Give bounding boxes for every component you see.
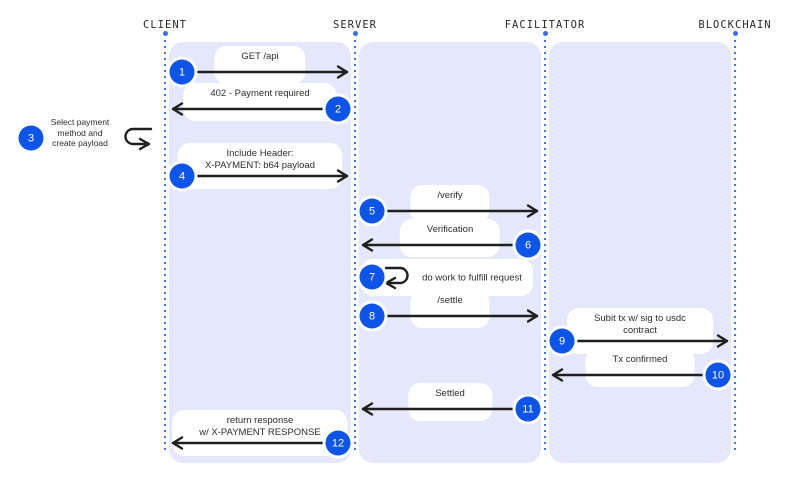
- message-label: X-PAYMENT: b64 payload: [204, 159, 316, 171]
- step-badge-10: 10: [705, 362, 731, 388]
- actor-label-server: SERVER: [333, 19, 377, 31]
- note-loop-arrow-3: [124, 127, 153, 146]
- actor-label-blockchain: BLOCKCHAIN: [698, 19, 772, 31]
- step-badge-2: 2: [325, 96, 351, 122]
- message-pill-8: /settle: [410, 290, 490, 328]
- message-pill-5: /verify: [410, 185, 490, 223]
- note-label: create payload: [52, 138, 108, 148]
- lifeline-facilitator: [544, 38, 546, 452]
- lifeline-dot-facilitator: [542, 31, 548, 36]
- lifeline-dot-blockchain: [732, 31, 738, 36]
- message-label: /verify: [437, 190, 463, 201]
- message-pill-1: GET /api: [214, 46, 306, 84]
- message-label: w/ X-PAYMENT RESPONSE: [199, 426, 321, 438]
- lifeline-server: [354, 38, 356, 452]
- message-pill-6: Verification: [399, 219, 501, 257]
- lifeline-dot-server: [352, 31, 358, 36]
- note-label: method and: [57, 127, 103, 138]
- message-label: return response: [226, 415, 294, 426]
- message-label: contract: [623, 324, 657, 336]
- message-pill-4: Include Header:X-PAYMENT: b64 payload: [177, 143, 343, 189]
- step-badge-8: 8: [359, 303, 385, 329]
- message-label: GET /api: [241, 51, 279, 62]
- step-badge-3: 3: [18, 125, 44, 151]
- lifeline-dot-client: [162, 31, 168, 36]
- message-label: /settle: [437, 295, 463, 306]
- message-label: do work to fulfill request: [422, 272, 522, 283]
- lifeline-blockchain: [734, 38, 736, 452]
- step-badge-1: 1: [169, 59, 195, 85]
- note-label: Select payment: [50, 117, 110, 127]
- actor-label-facilitator: FACILITATOR: [504, 19, 586, 31]
- actor-label-client: CLIENT: [143, 19, 187, 31]
- step-badge-4: 4: [169, 163, 195, 189]
- message-pill-11: Settled: [408, 383, 492, 421]
- step-badge-12: 12: [325, 430, 351, 456]
- message-label: 402 - Payment required: [210, 88, 310, 99]
- message-label: Tx confirmed: [612, 354, 668, 365]
- lifeline-client: [164, 38, 166, 452]
- note-loop-arrowhead-3: [138, 137, 151, 151]
- message-label: Settled: [435, 388, 465, 399]
- step-badge-5: 5: [359, 198, 385, 224]
- message-pill-10: Tx confirmed: [585, 349, 695, 387]
- message-label: Subit tx w/ sig to usdc: [594, 313, 686, 324]
- step-badge-6: 6: [515, 232, 541, 258]
- message-label: Include Header:: [226, 148, 294, 159]
- step-badge-9: 9: [549, 328, 575, 354]
- message-label: Verification: [426, 224, 474, 235]
- step-badge-7: 7: [359, 264, 385, 290]
- message-pill-2: 402 - Payment required: [183, 83, 337, 121]
- step-badge-11: 11: [515, 396, 541, 422]
- lane-band-facilitator: [549, 42, 731, 463]
